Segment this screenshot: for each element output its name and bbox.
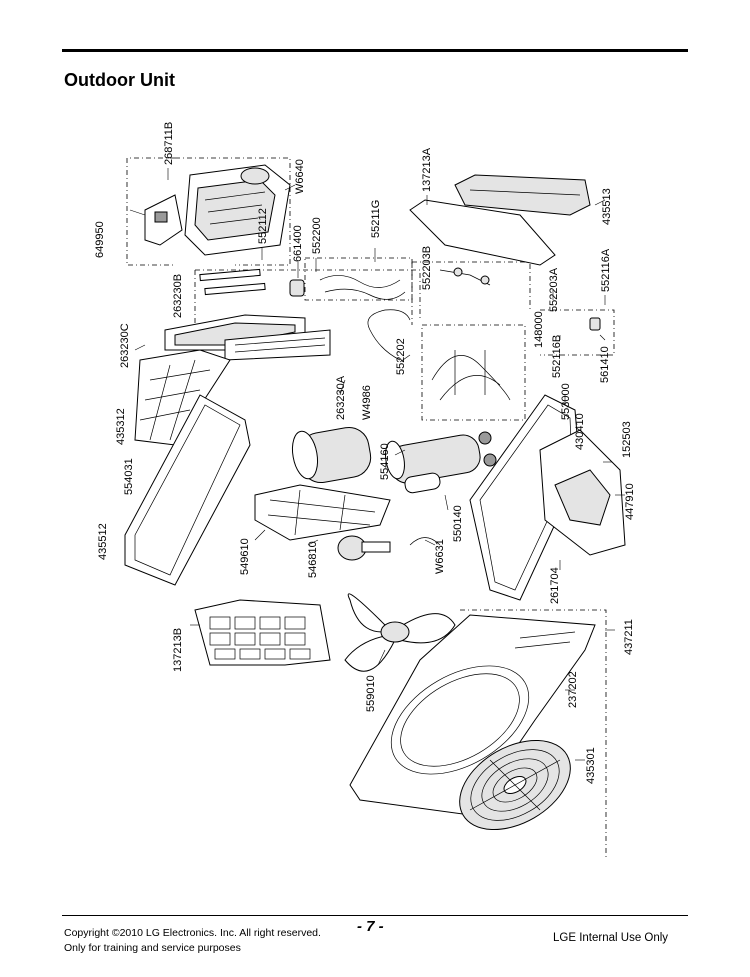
base-pan-assembly xyxy=(469,394,626,601)
refrigerant-piping xyxy=(319,267,601,401)
footer-rule xyxy=(62,915,688,916)
front-cabinet-panel xyxy=(124,394,251,586)
rear-guard-grille xyxy=(194,599,331,666)
fan-guard xyxy=(459,739,571,831)
reactor-bars xyxy=(199,268,305,297)
side-grille xyxy=(134,349,231,446)
compressor xyxy=(291,426,497,494)
callout-661400: 661400 xyxy=(292,225,304,262)
callout-435512: 435512 xyxy=(97,523,109,560)
callout-137213A: 137213A xyxy=(421,147,433,192)
part-callouts: 268711B 649950 W6640 552112 661400 55220… xyxy=(94,122,636,784)
page-number: - 7 - xyxy=(357,918,384,935)
callout-554160: 554160 xyxy=(379,443,391,480)
callout-263230B: 263230B xyxy=(172,274,184,318)
callout-447910: 447910 xyxy=(624,483,636,520)
callout-554031: 554031 xyxy=(123,458,135,495)
callout-435513: 435513 xyxy=(601,188,613,225)
rear-grille xyxy=(164,314,331,361)
callout-649950: 649950 xyxy=(94,221,106,258)
fan-motor xyxy=(337,535,441,561)
callout-546810: 546810 xyxy=(307,541,319,578)
callout-552112: 552112 xyxy=(257,208,269,244)
footer-copyright: Copyright ©2010 LG Electronics. Inc. All… xyxy=(64,926,321,956)
leader-lines xyxy=(129,168,625,761)
copyright-line: Copyright ©2010 LG Electronics. Inc. All… xyxy=(64,927,321,939)
callout-268711B: 268711B xyxy=(163,122,175,165)
callout-553000: 553000 xyxy=(560,383,572,420)
callout-435312: 435312 xyxy=(115,408,127,445)
callout-148000: 148000 xyxy=(533,311,545,348)
usage-line: Only for training and service purposes xyxy=(64,942,241,954)
callout-430410: 430410 xyxy=(574,413,586,450)
callout-550140: 550140 xyxy=(452,505,464,542)
callout-55211G: 55211G xyxy=(370,200,382,238)
control-box-assembly xyxy=(144,164,291,256)
callout-552203B: 552203B xyxy=(421,246,433,290)
callout-237202: 237202 xyxy=(567,671,579,708)
propeller-fan xyxy=(344,593,456,672)
callout-559010: 559010 xyxy=(365,675,377,712)
motor-bracket xyxy=(254,484,391,541)
top-cover xyxy=(409,174,591,266)
callout-W4986: W4986 xyxy=(361,385,373,420)
callout-552202: 552202 xyxy=(395,338,407,375)
group-boxes xyxy=(126,157,615,860)
callout-W6631: W6631 xyxy=(434,539,446,574)
callout-152503: 152503 xyxy=(621,421,633,458)
callout-W6640: W6640 xyxy=(294,159,306,194)
callout-552116A: 552116A xyxy=(600,248,612,292)
front-panel xyxy=(349,614,596,816)
callout-561410: 561410 xyxy=(599,346,611,383)
callout-549610: 549610 xyxy=(239,538,251,575)
callout-263230A: 263230A xyxy=(335,375,347,420)
header-rule xyxy=(62,49,688,52)
callout-261704: 261704 xyxy=(549,567,561,604)
callout-552200: 552200 xyxy=(311,217,323,254)
internal-use-note: LGE Internal Use Only xyxy=(553,932,669,944)
callout-263230C: 263230C xyxy=(119,323,131,368)
callout-437211: 437211 xyxy=(623,619,635,655)
callout-552116B: 552116B xyxy=(551,335,563,378)
callout-552203A: 552203A xyxy=(548,267,560,312)
callout-137213B: 137213B xyxy=(172,628,184,672)
page-title: Outdoor Unit xyxy=(64,70,175,90)
callout-435301: 435301 xyxy=(585,747,597,784)
